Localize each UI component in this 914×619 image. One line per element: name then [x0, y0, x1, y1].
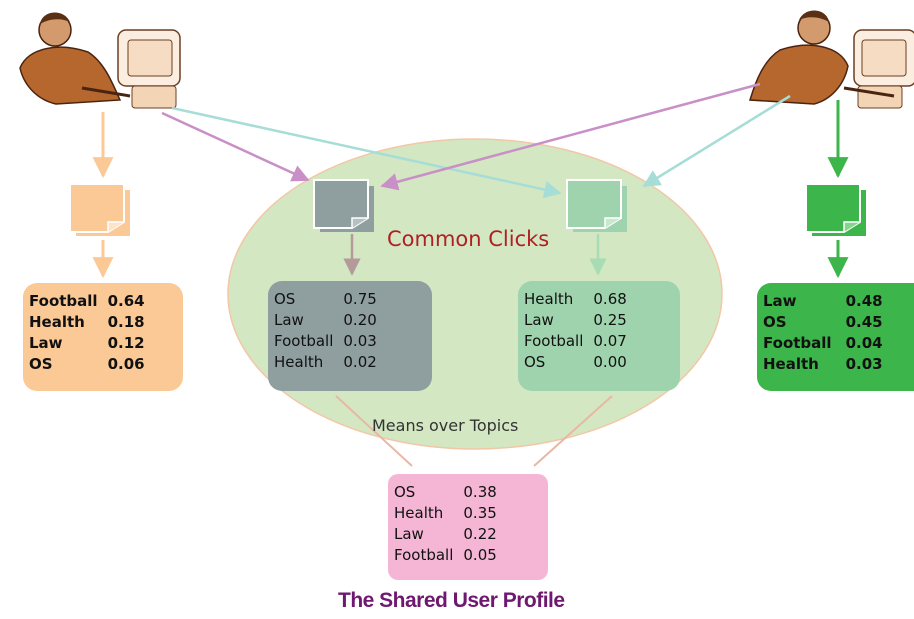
topic-value: 0.02: [343, 353, 377, 371]
user-at-computer-icon: [19, 12, 181, 109]
arrow-user-a-to-common-left: [161, 111, 310, 182]
topic-name: Football: [29, 292, 98, 310]
topic-value: 0.06: [107, 355, 145, 373]
list-item: Football 0.05: [394, 545, 497, 566]
topic-name: Football: [763, 334, 832, 352]
list-item: Health 0.02: [274, 352, 377, 373]
topic-value: 0.05: [463, 546, 497, 564]
topic-value: 0.04: [845, 334, 883, 352]
list-item: OS 0.45: [763, 312, 883, 333]
topic-value: 0.22: [463, 525, 497, 543]
topic-name: Health: [394, 504, 444, 522]
topic-value: 0.03: [343, 332, 377, 350]
line-common-right-to-shared: [533, 395, 613, 467]
topic-name: OS: [763, 313, 787, 331]
topic-name: Law: [274, 311, 304, 329]
means-over-topics-label: Means over Topics: [372, 416, 519, 435]
document-icon: [69, 183, 130, 236]
topic-name: Health: [763, 355, 819, 373]
topic-value: 0.35: [463, 504, 497, 522]
user-a-profile-box: Football 0.64 Health 0.18 Law 0.12 OS 0.06: [23, 283, 183, 391]
topic-value: 0.03: [845, 355, 883, 373]
topic-value: 0.75: [343, 290, 377, 308]
topic-value: 0.64: [107, 292, 145, 310]
arrow-user-a-to-common-right: [171, 106, 562, 199]
topic-name: OS: [394, 483, 416, 501]
list-item: Health 0.35: [394, 503, 497, 524]
topic-name: Football: [524, 332, 584, 350]
common-right-profile-box: Health 0.68 Law 0.25 Football 0.07 OS 0.00: [518, 281, 680, 391]
topic-value: 0.68: [593, 290, 627, 308]
topic-value: 0.45: [845, 313, 883, 331]
list-item: Health 0.18: [29, 312, 145, 333]
list-item: Football 0.03: [274, 331, 377, 352]
list-item: Football 0.04: [763, 333, 883, 354]
arrow-user-b-to-common-left: [380, 82, 761, 191]
list-item: Law 0.25: [524, 310, 627, 331]
topic-value: 0.25: [593, 311, 627, 329]
topic-value: 0.38: [463, 483, 497, 501]
topic-name: Football: [394, 546, 454, 564]
user-b-profile-box: Law 0.48 OS 0.45 Football 0.04 Health 0.03: [757, 283, 914, 391]
topic-name: Law: [394, 525, 424, 543]
shared-profile-box: OS 0.38 Health 0.35 Law 0.22 Football 0.05: [388, 474, 548, 580]
topic-name: OS: [274, 290, 296, 308]
arrow-user-b-to-common-right: [642, 94, 791, 188]
line-common-left-to-shared: [335, 395, 413, 467]
topic-name: OS: [524, 353, 546, 371]
common-left-profile-box: OS 0.75 Law 0.20 Football 0.03 Health 0.02: [268, 281, 432, 391]
topic-name: Health: [274, 353, 324, 371]
user-at-computer-icon: [749, 10, 914, 109]
topic-name: OS: [29, 355, 53, 373]
document-icon: [805, 183, 866, 236]
topic-name: Law: [29, 334, 63, 352]
list-item: Football 0.07: [524, 331, 627, 352]
topic-value: 0.07: [593, 332, 627, 350]
list-item: Football 0.64: [29, 291, 145, 312]
topic-name: Law: [524, 311, 554, 329]
common-clicks-label: Common Clicks: [387, 227, 550, 251]
topic-value: 0.12: [107, 334, 145, 352]
topic-value: 0.20: [343, 311, 377, 329]
list-item: Law 0.20: [274, 310, 377, 331]
list-item: OS 0.38: [394, 482, 497, 503]
topic-name: Law: [763, 292, 797, 310]
list-item: Law 0.12: [29, 333, 145, 354]
shared-profile-title: The Shared User Profile: [338, 589, 565, 612]
list-item: OS 0.75: [274, 289, 377, 310]
topic-name: Football: [274, 332, 334, 350]
topic-value: 0.18: [107, 313, 145, 331]
topic-value: 0.48: [845, 292, 883, 310]
topic-name: Health: [29, 313, 85, 331]
list-item: OS 0.06: [29, 354, 145, 375]
topic-name: Health: [524, 290, 574, 308]
topic-value: 0.00: [593, 353, 627, 371]
document-icon: [566, 179, 627, 232]
list-item: Health 0.68: [524, 289, 627, 310]
list-item: Law 0.22: [394, 524, 497, 545]
list-item: Law 0.48: [763, 291, 883, 312]
document-icon: [313, 179, 374, 232]
list-item: Health 0.03: [763, 354, 883, 375]
list-item: OS 0.00: [524, 352, 627, 373]
